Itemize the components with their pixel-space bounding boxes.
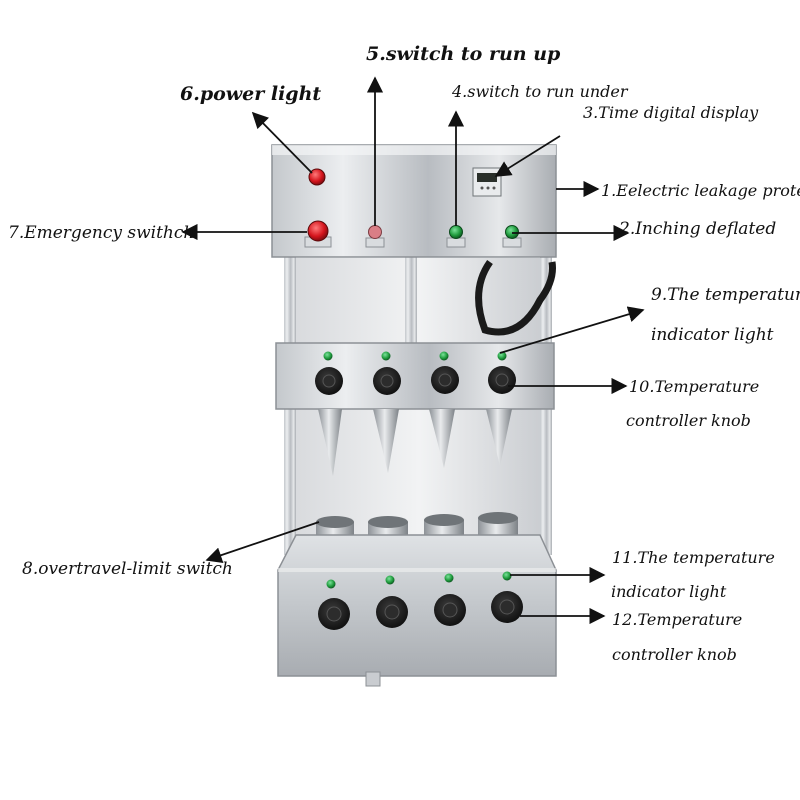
arrow-3 xyxy=(494,135,561,177)
label-temp-knob-upper-1: 10.Temperature xyxy=(629,377,759,396)
label-switch-run-under: 4.switch to run under xyxy=(451,82,629,101)
drain-outlet xyxy=(365,671,381,687)
label-temp-indicator-upper-2: indicator light xyxy=(651,325,774,345)
label-overtravel-limit-switch: 8.overtravel-limit switch xyxy=(22,559,233,579)
time-digital-display xyxy=(472,167,502,197)
power-cable xyxy=(475,259,556,336)
callout-arrows xyxy=(181,76,645,625)
lower-temperature-knobs[interactable] xyxy=(318,591,523,630)
callout-labels: 5.switch to run up 6.power light 4.switc… xyxy=(8,43,800,664)
cone-mold-1 xyxy=(318,409,342,476)
label-temp-indicator-upper-1: 9.The temperature xyxy=(651,285,800,305)
power-light xyxy=(308,168,326,186)
arrow-8 xyxy=(205,521,320,563)
inching-deflated-button[interactable] xyxy=(502,225,522,248)
label-switch-run-up: 5.switch to run up xyxy=(366,43,561,65)
upper-temperature-indicator-lights xyxy=(323,351,507,361)
upper-temperature-knobs[interactable] xyxy=(315,366,516,395)
label-time-digital-display: 3.Time digital display xyxy=(583,103,759,122)
arrow-9 xyxy=(499,306,645,354)
lower-temperature-indicator-lights xyxy=(326,571,512,589)
label-temp-knob-lower-1: 12.Temperature xyxy=(612,610,742,629)
switch-run-under[interactable] xyxy=(446,225,466,248)
cone-mold-4 xyxy=(486,409,512,466)
emergency-switch[interactable] xyxy=(304,220,332,248)
cone-mold-2 xyxy=(373,409,399,473)
label-temp-indicator-lower-2: indicator light xyxy=(611,582,727,601)
arrow-6 xyxy=(251,111,313,174)
label-temp-knob-upper-2: controller knob xyxy=(626,411,751,430)
label-temp-knob-lower-2: controller knob xyxy=(612,645,737,664)
switch-run-up[interactable] xyxy=(365,225,385,248)
label-inching-deflated: 2.Inching deflated xyxy=(618,219,776,239)
label-temp-indicator-lower-1: 11.The temperature xyxy=(612,548,775,567)
label-emergency-switch: 7.Emergency swithch xyxy=(8,223,194,243)
label-power-light: 6.power light xyxy=(180,83,321,105)
label-electric-leakage-protector: 1.Eelectric leakage protector xyxy=(601,181,800,200)
cone-mold-3 xyxy=(429,409,455,468)
center-post xyxy=(405,255,417,345)
